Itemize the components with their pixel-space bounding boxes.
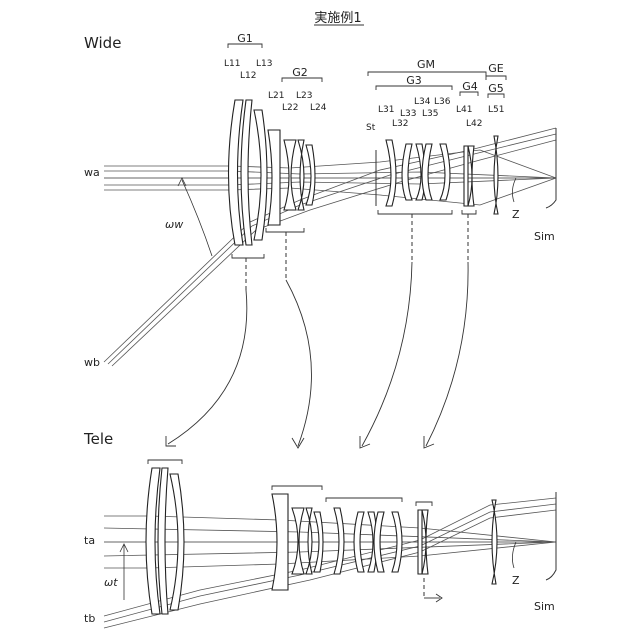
wide-l51-label: L51 [488, 105, 504, 115]
wide-l33-label: L33 [400, 109, 416, 119]
g4-trajectory-arrow [424, 436, 434, 448]
wide-l36-label: L36 [434, 97, 451, 107]
wide-angle-arc [182, 180, 212, 256]
tele-image-plane-label: Sim [534, 600, 555, 613]
wide-z-arc [512, 178, 516, 202]
wide-l11-label: L11 [224, 59, 240, 69]
tele-g2-bracket [272, 486, 322, 490]
wide-l41-label: L41 [456, 105, 472, 115]
wide-label: Wide [84, 34, 121, 52]
g1-trajectory-arrow [166, 436, 176, 446]
wide-l22-label: L22 [282, 103, 298, 113]
wide-ge-brace [486, 76, 506, 80]
tele-g3-bracket [326, 498, 402, 502]
wide-l12-label: L12 [240, 71, 256, 81]
wide-angle-label: ωw [165, 218, 183, 231]
wide-g1-lenses [229, 100, 268, 245]
tele-g4-bracket [416, 502, 432, 506]
g3-trajectory-curve [362, 262, 412, 446]
tele-g1-lenses [146, 468, 184, 614]
wide-stop-label: St [366, 123, 376, 133]
wide-l35-label: L35 [422, 109, 438, 119]
g4-trajectory-curve [426, 262, 468, 446]
tele-ray-lower-label: tb [84, 612, 95, 625]
diagram-title: 実施例1 [314, 10, 361, 26]
wide-l21-label: L21 [268, 91, 284, 101]
wide-g1-bottom-bracket [232, 254, 264, 258]
wide-gm-label: GM [417, 58, 435, 71]
wide-offaxis-rays [104, 128, 556, 366]
wide-l24-label: L24 [310, 103, 327, 113]
wide-g3-bottom-bracket [378, 210, 452, 214]
wide-l13-label: L13 [256, 59, 272, 69]
wide-ray-lower-label: wb [84, 356, 100, 369]
wide-image-plane-label: Sim [534, 230, 555, 243]
tele-ray-upper-label: ta [84, 534, 95, 547]
g2-trajectory-arrow [292, 438, 304, 448]
tele-label: Tele [83, 430, 113, 448]
wide-g2-label: G2 [292, 66, 308, 79]
wide-g2-bottom-bracket [266, 228, 304, 232]
tele-axis-z-label: Z [512, 574, 520, 587]
wide-ge-label: GE [488, 62, 504, 75]
wide-g4-label: G4 [462, 80, 478, 93]
tele-g1-bracket [148, 460, 182, 464]
wide-l31-label: L31 [378, 105, 394, 115]
g2-trajectory-curve [286, 280, 311, 446]
wide-g4-bottom-bracket [462, 210, 476, 214]
wide-l32-label: L32 [392, 119, 408, 129]
wide-gm-brace [368, 72, 486, 76]
wide-l51-lens [494, 136, 498, 214]
wide-g5-label: G5 [488, 82, 504, 95]
g1-trajectory-curve [168, 290, 247, 444]
wide-ray-upper-label: wa [84, 166, 100, 179]
wide-axis-z-label: Z [512, 208, 520, 221]
wide-l34-label: L34 [414, 97, 431, 107]
g3-trajectory-arrow [360, 436, 370, 448]
tele-angle-label: ωt [104, 576, 118, 589]
wide-g1-label: G1 [237, 32, 253, 45]
zoom-trajectories [166, 214, 468, 448]
wide-l23-label: L23 [296, 91, 312, 101]
tele-l51-lens [492, 500, 497, 584]
wide-g3-label: G3 [406, 74, 422, 87]
wide-l42-label: L42 [466, 119, 482, 129]
